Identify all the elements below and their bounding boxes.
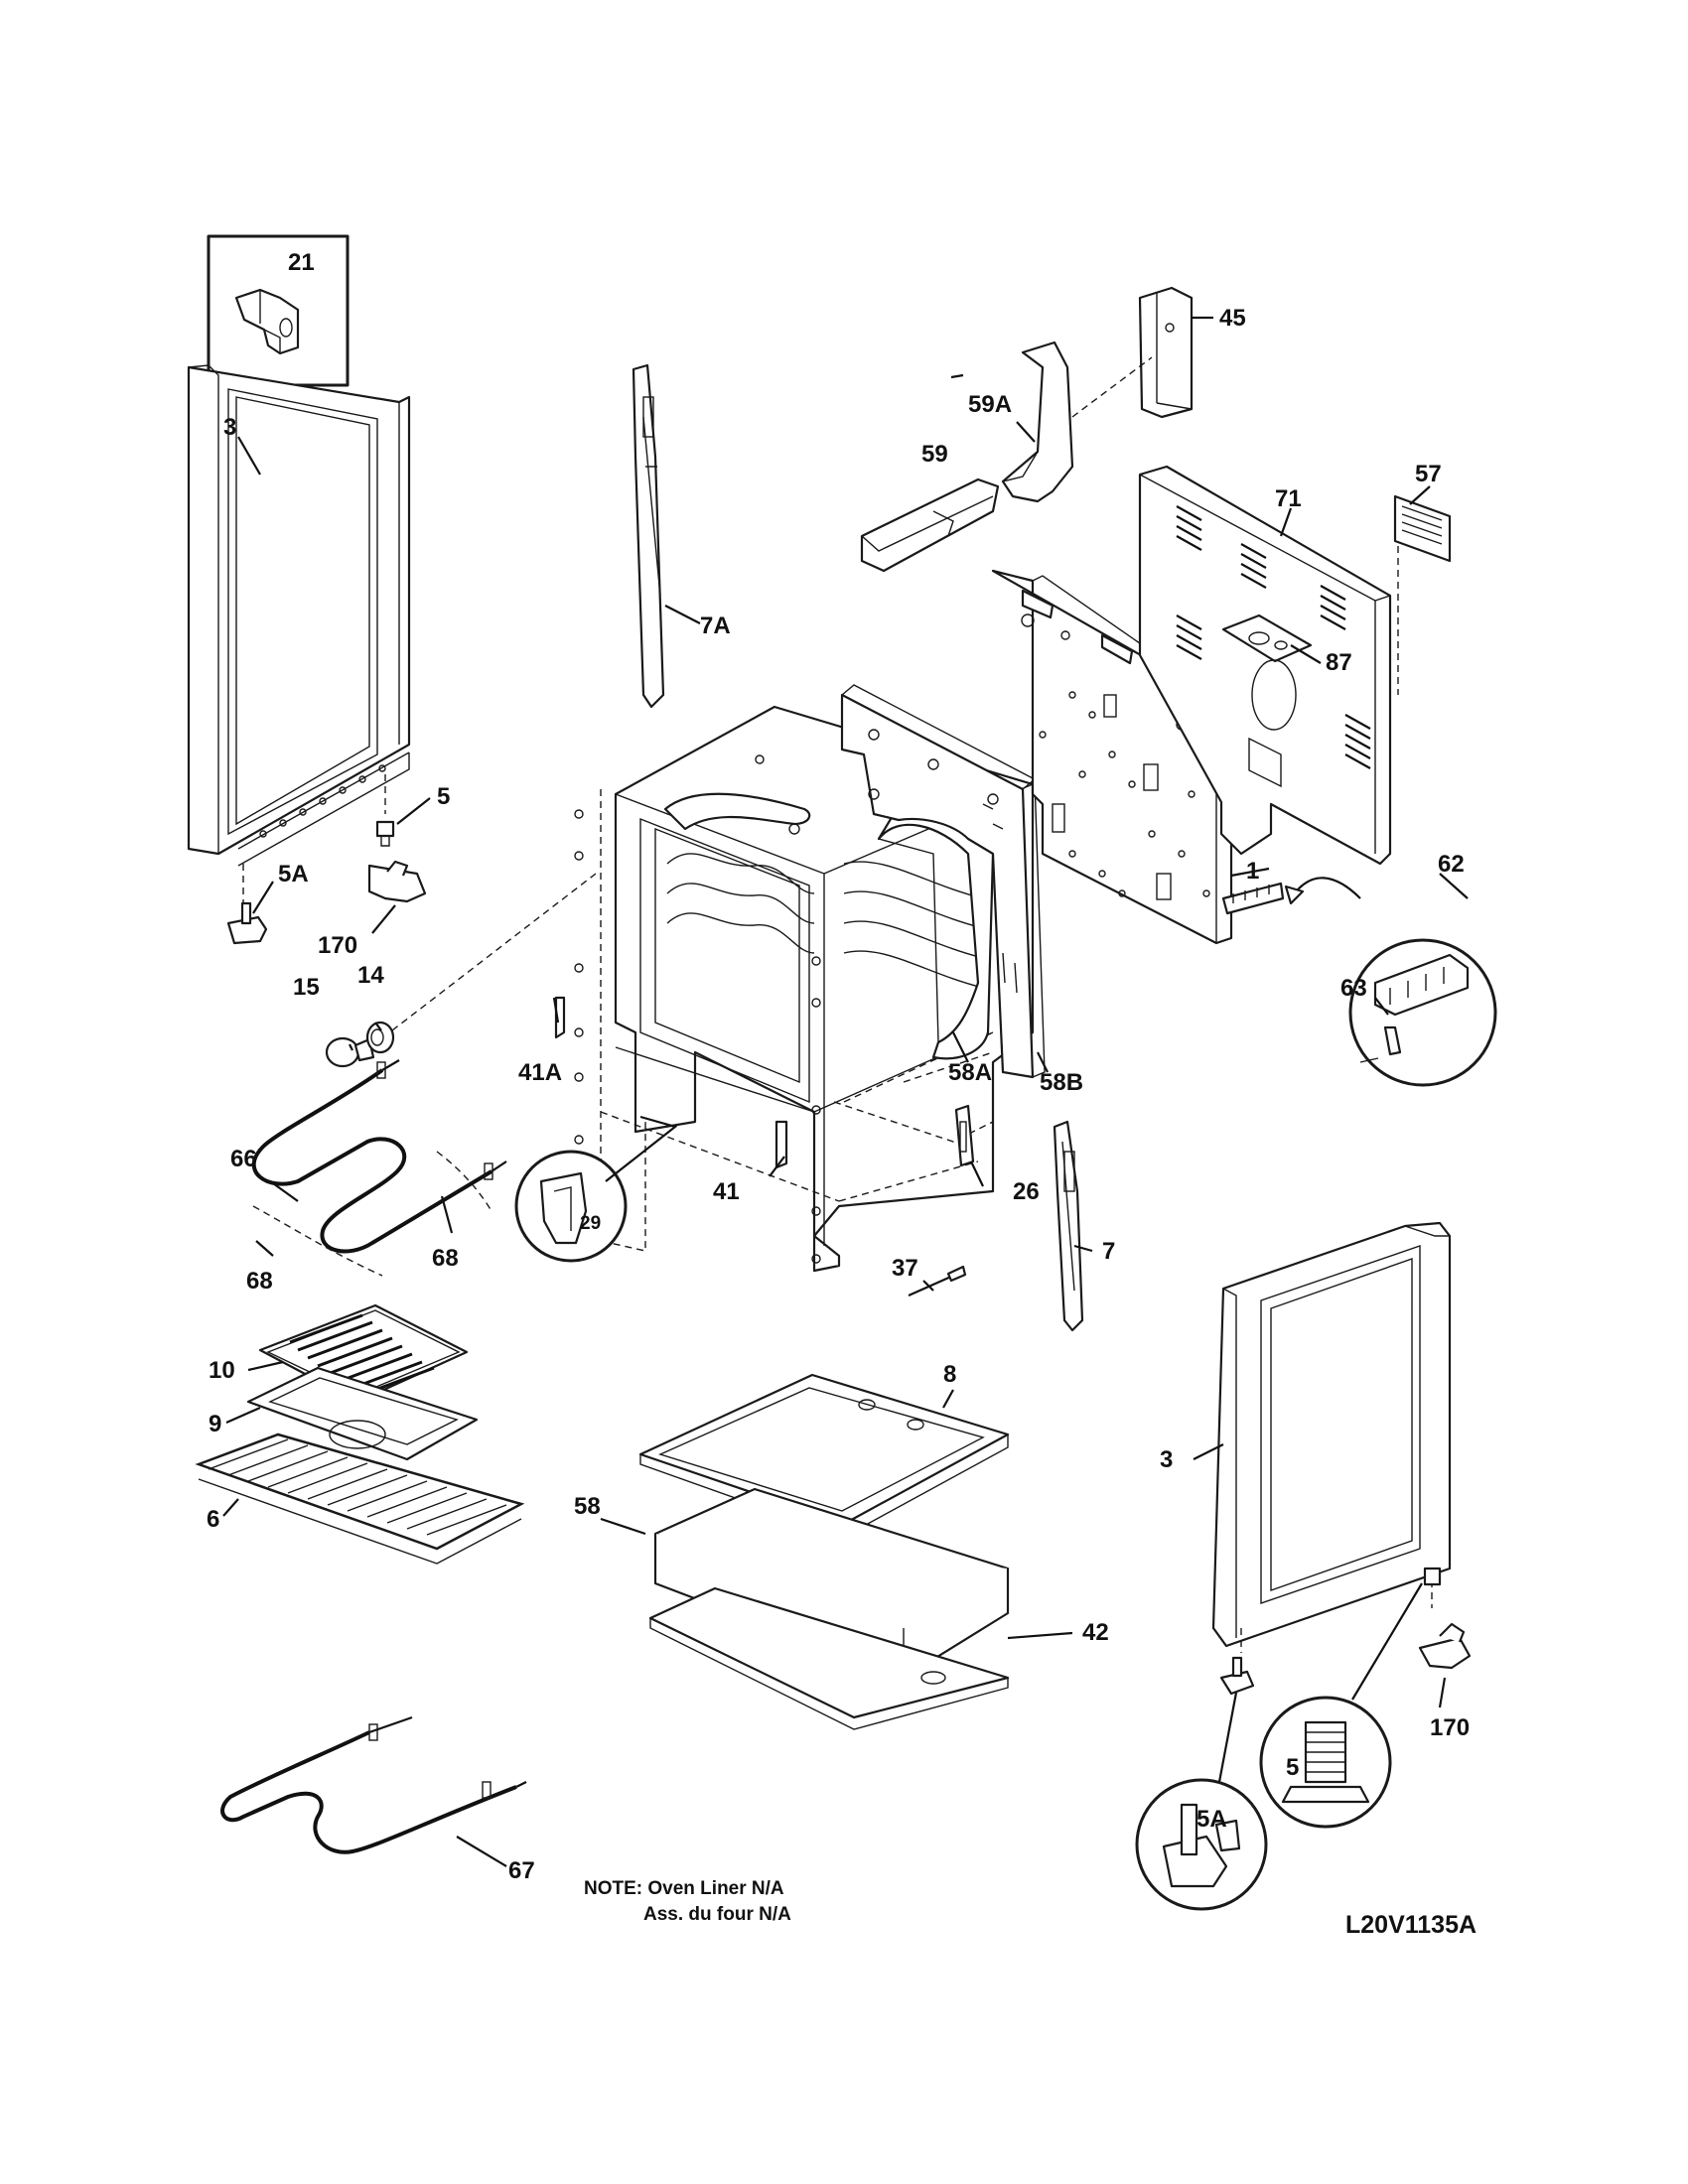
callout-5a-right: 5A: [1196, 1806, 1227, 1833]
door-hinge-7: [1053, 1120, 1084, 1332]
oven-rack-6: [195, 1433, 525, 1565]
detail-62-terminal-block: [1348, 938, 1497, 1087]
detail-29-leader: [605, 1115, 678, 1182]
callout-63: 63: [1340, 975, 1367, 1002]
sensor-probe-37: [908, 1265, 967, 1297]
note-line-1: NOTE: Oven Liner N/A: [584, 1878, 784, 1899]
callout-5-right: 5: [1286, 1754, 1299, 1781]
callout-6: 6: [207, 1506, 219, 1533]
vent-housing-45: [1138, 286, 1194, 419]
oven-light-socket: [365, 1021, 395, 1054]
callout-59a: 59A: [968, 391, 1012, 418]
callout-45: 45: [1219, 305, 1246, 332]
broil-element-66: [251, 1059, 507, 1254]
callout-37: 37: [892, 1255, 918, 1282]
hinge-screw-5-right: [1423, 1567, 1442, 1586]
callout-3-left: 3: [223, 414, 236, 441]
oven-insulation-58: [653, 1487, 1010, 1680]
callout-5a-left: 5A: [278, 861, 309, 887]
insulation-58b: [840, 684, 1046, 1079]
hinge-bracket-5a-right: [1219, 1656, 1255, 1696]
callout-14: 14: [357, 962, 384, 989]
bake-element-68-right: [436, 1151, 492, 1212]
callout-3-right: 3: [1160, 1446, 1173, 1473]
callout-1: 1: [1246, 858, 1259, 885]
bracket-41a: [554, 996, 566, 1039]
callout-42: 42: [1082, 1619, 1109, 1646]
note-line-2: Ass. du four N/A: [643, 1904, 791, 1925]
callout-58: 58: [574, 1493, 601, 1520]
callout-41: 41: [713, 1178, 740, 1205]
pan-slots: [289, 1313, 435, 1398]
detail-arrow-62: [1290, 877, 1361, 899]
callout-66: 66: [230, 1146, 257, 1172]
detail-5-leader: [1351, 1582, 1423, 1701]
callout-59: 59: [921, 441, 948, 468]
detail-29-clip: [514, 1150, 628, 1263]
vent-duct-59a: [1001, 341, 1074, 503]
detail-5a-leader: [1217, 1692, 1238, 1783]
duct-guide-line: [1071, 356, 1153, 418]
callout-57: 57: [1415, 461, 1442, 487]
hinge-receiver-170-right: [1418, 1622, 1472, 1670]
rear-panel-71: [1138, 465, 1392, 866]
oven-light-bulb: [325, 1036, 375, 1068]
callout-21: 21: [288, 249, 315, 276]
bake-element-68-left: [252, 1205, 383, 1277]
right-oven-door: [1211, 1221, 1452, 1648]
callout-67: 67: [508, 1857, 535, 1884]
door-hinge-7a: [632, 363, 665, 709]
light-guide-line: [391, 873, 597, 1031]
part-21-inset: [207, 234, 350, 387]
hinge-screw-5-left: [375, 820, 395, 847]
callout-170-right: 170: [1430, 1714, 1470, 1741]
callout-5-left: 5: [437, 783, 450, 810]
callout-8: 8: [943, 1361, 956, 1388]
detail-5a-bracket: [1135, 1778, 1268, 1911]
detail-arrow-head: [1284, 885, 1305, 905]
leader-lines: [222, 316, 1469, 1867]
vent-slots: [1176, 505, 1371, 769]
vent-grille-57: [1393, 494, 1452, 563]
broil-pan-9: [246, 1366, 479, 1461]
callout-87: 87: [1326, 649, 1352, 676]
vent-duct-59: [860, 478, 1000, 573]
bake-element-67: [220, 1715, 527, 1854]
cavity-screws: [574, 809, 821, 1264]
callout-10: 10: [209, 1357, 235, 1384]
callout-170-left: 170: [318, 932, 357, 959]
callout-26: 26: [1013, 1178, 1040, 1205]
bracket-41: [774, 1120, 788, 1169]
callout-7a: 7A: [700, 613, 731, 639]
terminal-block-small: [1221, 882, 1285, 915]
callout-62: 62: [1438, 851, 1465, 878]
detail-5-screw: [1259, 1696, 1392, 1829]
callout-58a: 58A: [948, 1059, 992, 1086]
callout-29: 29: [580, 1213, 601, 1234]
callout-68-left: 68: [246, 1268, 273, 1295]
callout-41a: 41A: [518, 1059, 562, 1086]
lower-cavity-frame: [833, 1051, 994, 1202]
callout-58b: 58B: [1040, 1069, 1083, 1096]
callout-71: 71: [1275, 485, 1302, 512]
bracket-26: [954, 1104, 975, 1167]
bottom-tray-42: [648, 1586, 1010, 1730]
hinge-receiver-170-left: [367, 860, 427, 903]
hinge-bracket-5a-left: [226, 901, 268, 945]
left-oven-door: [187, 364, 411, 867]
callout-15: 15: [293, 974, 320, 1001]
callout-68-right: 68: [432, 1245, 459, 1272]
callout-labels: 21 3 5 5A 170 14 15 7A 59A 59 45 57 71 8…: [207, 249, 1470, 1884]
callout-7: 7: [1102, 1238, 1115, 1265]
callout-9: 9: [209, 1411, 221, 1437]
drawing-code: L20V1135A: [1345, 1911, 1477, 1939]
